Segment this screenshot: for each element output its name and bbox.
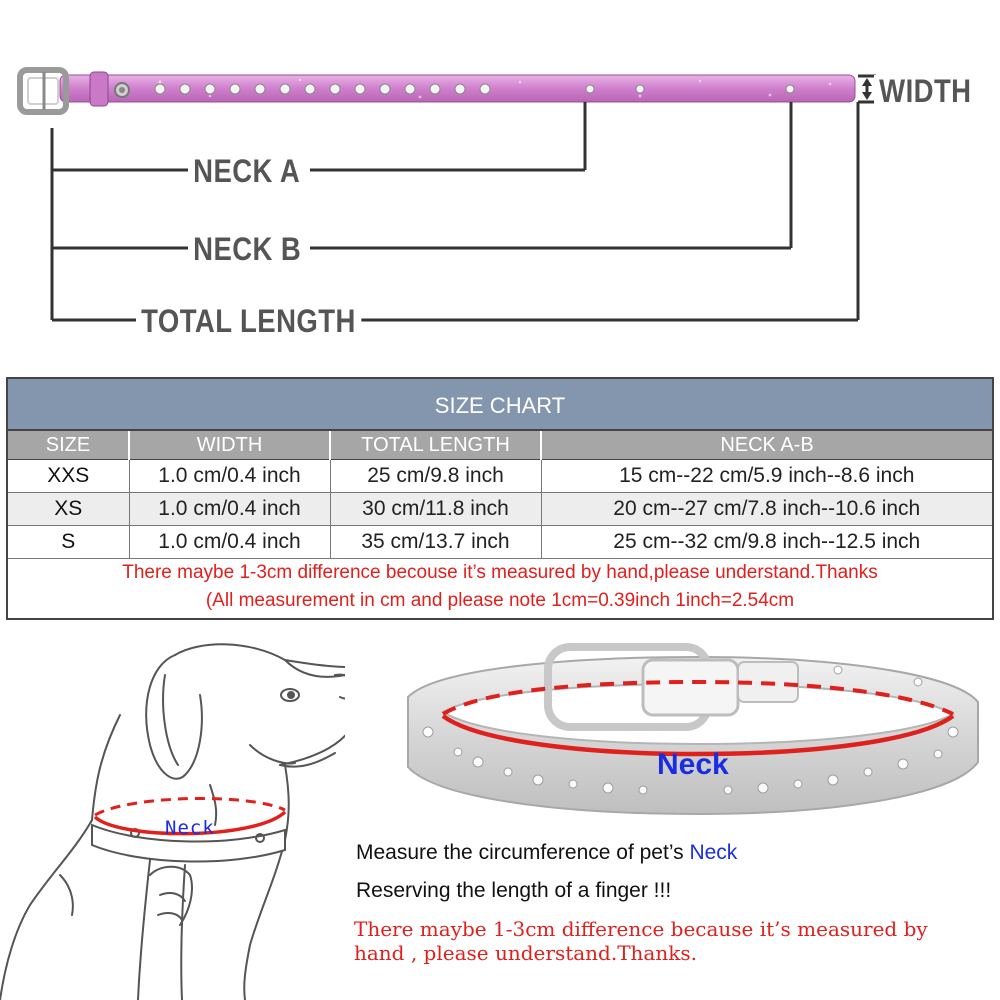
neck-range-cell: 15 cm--22 cm/5.9 inch--8.6 inch (541, 459, 992, 493)
width-cell: 1.0 cm/0.4 inch (129, 525, 331, 559)
neck-range-cell: 25 cm--32 cm/9.8 inch--12.5 inch (541, 525, 992, 559)
size-cell: XS (8, 492, 130, 526)
header-width: WIDTH (129, 431, 331, 460)
width-cell: 1.0 cm/0.4 inch (129, 459, 331, 493)
table-row: XXS 1.0 cm/0.4 inch 25 cm/9.8 inch 15 cm… (8, 459, 992, 493)
size-table-header-row: SIZE WIDTH TOTAL LENGTH NECK A-B (8, 431, 992, 460)
total-length-cell: 25 cm/9.8 inch (330, 459, 542, 493)
measurement-note: There maybe 1-3cm difference becouse it’… (122, 562, 878, 583)
pink-collar-image (17, 67, 856, 115)
conversion-note: (All measurement in cm and please note 1… (205, 590, 795, 611)
finger-instruction: Reserving the length of a finger !!! (356, 879, 672, 902)
measure-instruction-text: Measure the circumference of pet’s (356, 841, 690, 864)
measure-instruction: Measure the circumference of pet’s Neck (356, 841, 737, 865)
measurement-warning: There maybe 1-3cm difference because it’… (354, 917, 928, 965)
dog-neck-label: Neck (165, 817, 215, 839)
size-chart-title: SIZE CHART (8, 379, 992, 431)
size-table: SIZE WIDTH TOTAL LENGTH NECK A-B XXS 1.0… (8, 431, 992, 559)
size-cell: XXS (8, 459, 130, 493)
size-cell: S (8, 525, 130, 559)
width-label: WIDTH (874, 75, 977, 107)
total-length-cell: 35 cm/13.7 inch (330, 525, 542, 559)
header-neck-range: NECK A-B (541, 431, 992, 460)
width-cell: 1.0 cm/0.4 inch (129, 492, 331, 526)
clear-collar-illustration (407, 643, 979, 816)
size-chart: SIZE CHART SIZE WIDTH TOTAL LENGTH NECK … (6, 377, 994, 620)
neck-a-label: NECK A (188, 155, 306, 187)
header-size: SIZE (8, 431, 130, 460)
collar-neck-label: Neck (657, 748, 729, 781)
neck-highlight: Neck (689, 841, 738, 864)
header-total-length: TOTAL LENGTH (330, 431, 542, 460)
neck-b-label: NECK B (188, 233, 307, 265)
collar-dimension-diagram (17, 67, 876, 322)
total-length-cell: 30 cm/11.8 inch (330, 492, 542, 526)
dog-sketch-illustration (0, 643, 345, 1000)
total-length-label: TOTAL LENGTH (136, 305, 361, 337)
neck-range-cell: 20 cm--27 cm/7.8 inch--10.6 inch (541, 492, 992, 526)
table-row: XS 1.0 cm/0.4 inch 30 cm/11.8 inch 20 cm… (8, 492, 992, 526)
table-row: S 1.0 cm/0.4 inch 35 cm/13.7 inch 25 cm-… (8, 525, 992, 559)
